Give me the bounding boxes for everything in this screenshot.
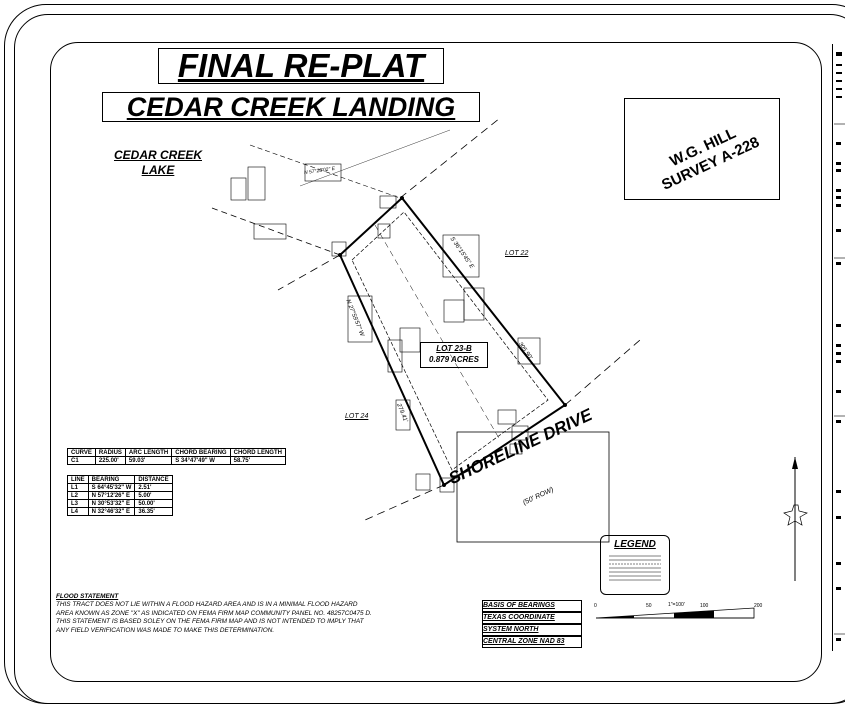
- lot-line-north-extended: [249, 144, 401, 199]
- centerline: [374, 224, 501, 441]
- subdivision-title: CEDAR CREEK LANDING: [102, 92, 480, 122]
- scale-tick-200: 200: [754, 603, 763, 609]
- lot-line-ne: [399, 117, 501, 199]
- curve-c1: [443, 404, 566, 486]
- table-row: C1 225.00' 59.03' S 34°47'49" W 58.75': [67, 456, 286, 465]
- lot-23b-label: LOT 23-B 0.879 ACRES: [420, 342, 488, 368]
- lot-24-label: LOT 24: [345, 413, 369, 420]
- street-line-sw: [364, 484, 445, 521]
- title-block-marks: [834, 52, 845, 641]
- lot-line-north: [211, 207, 341, 256]
- scale-tick-100: 100: [700, 603, 709, 609]
- basis-of-bearings: BASIS OF BEARINGS TEXAS COORDINATE SYSTE…: [482, 600, 582, 648]
- lake-label: CEDAR CREEK LAKE: [113, 148, 202, 177]
- legend-items: [609, 555, 661, 581]
- scale-tick-50: 50: [646, 603, 652, 609]
- lot-22-label: LOT 22: [505, 250, 529, 257]
- scale-label: 1"=100': [668, 602, 685, 608]
- survey-box: [624, 98, 780, 200]
- scale-tick-0: 0: [594, 603, 597, 609]
- plat-title: FINAL RE-PLAT: [158, 48, 444, 84]
- curve-table-header: CURVE RADIUS ARC LENGTH CHORD BEARING CH…: [67, 448, 286, 457]
- street-box: [456, 431, 610, 543]
- line-table-header: LINE BEARING DISTANCE: [67, 475, 173, 484]
- title-block-strip: [832, 44, 845, 651]
- legend-box: LEGEND: [600, 535, 670, 595]
- scale-bar: [595, 607, 755, 619]
- flood-statement: FLOOD STATEMENT THIS TRACT DOES NOT LIE …: [56, 593, 372, 634]
- north-arrow-icon: [783, 457, 808, 581]
- street-line-ne: [564, 339, 641, 406]
- building-setback: [351, 211, 549, 471]
- plat-drawing: [211, 117, 641, 543]
- lot-line-nw: [277, 254, 341, 291]
- curve-table: CURVE RADIUS ARC LENGTH CHORD BEARING CH…: [67, 448, 286, 465]
